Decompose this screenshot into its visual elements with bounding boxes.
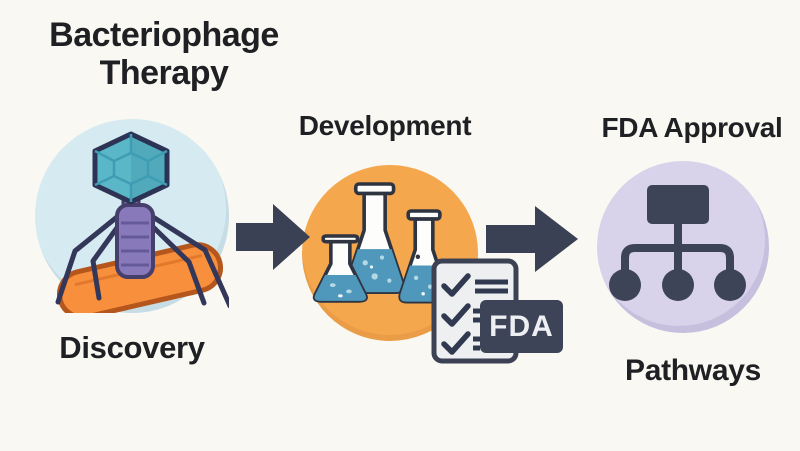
- hierarchy-flowchart-icon: [609, 185, 746, 301]
- page-title-line-1: Bacteriophage: [49, 16, 279, 54]
- checklist-text-lines: [473, 279, 508, 351]
- flask-left: [315, 236, 367, 301]
- fda-approval-label: FDA Approval: [601, 112, 783, 143]
- right-arrow-icon: [486, 206, 578, 272]
- development-label: Development: [298, 110, 472, 141]
- page-title: Bacteriophage Therapy: [22, 16, 306, 92]
- pathways-label: Pathways: [625, 354, 761, 387]
- phage-legs: [55, 214, 229, 309]
- discovery-label: Discovery: [59, 330, 205, 365]
- phage-tail: [115, 195, 155, 279]
- right-arrow-icon: [236, 204, 310, 270]
- bacteriophage-on-bacterium-icon: [55, 131, 229, 313]
- fda-badge: FDA: [480, 300, 563, 353]
- checkmark-icon: [441, 273, 471, 355]
- lab-flasks-icon: [302, 165, 478, 341]
- fda-badge-label: FDA: [489, 309, 554, 343]
- page-title-line-2: Therapy: [99, 54, 229, 92]
- phage-head: [92, 131, 170, 205]
